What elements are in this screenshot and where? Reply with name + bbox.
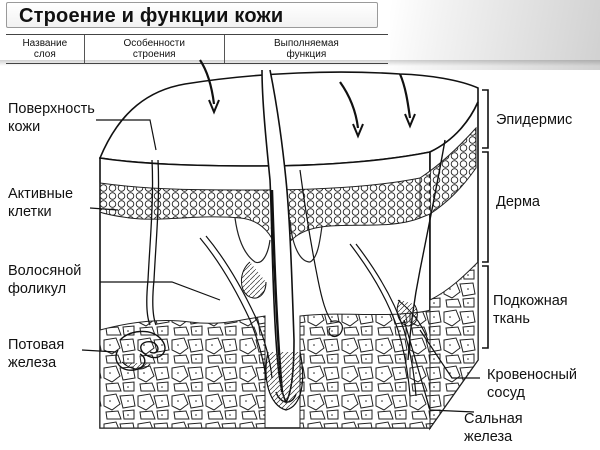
leader-lines <box>81 119 480 413</box>
slide-shadow <box>390 0 600 70</box>
label-dermis: Дерма <box>496 194 540 210</box>
column-header-function: Выполняемая функция <box>223 35 388 63</box>
column-header-structure: Особенности строения <box>83 35 224 63</box>
layer-bracket <box>482 89 489 349</box>
page-title: Строение и функции кожи <box>6 2 378 28</box>
table-header: Название слоя Особенности строения Выпол… <box>6 34 388 64</box>
label-sebaceous-gland: Сальная железа <box>464 411 523 445</box>
label-sweat-gland: Потовая железа <box>8 337 65 371</box>
label-subcutaneous-tissue: Подкожная ткань <box>493 293 568 327</box>
label-epidermis: Эпидермис <box>496 112 573 128</box>
label-hair-follicle: Волосяной фоликул <box>8 263 82 297</box>
label-skin-surface: Поверхность кожи <box>8 101 95 135</box>
column-header-layer-name: Название слоя <box>22 38 68 60</box>
label-blood-vessel: Кровеносный сосуд <box>487 367 578 401</box>
label-active-cells: Активные клетки <box>8 186 74 220</box>
